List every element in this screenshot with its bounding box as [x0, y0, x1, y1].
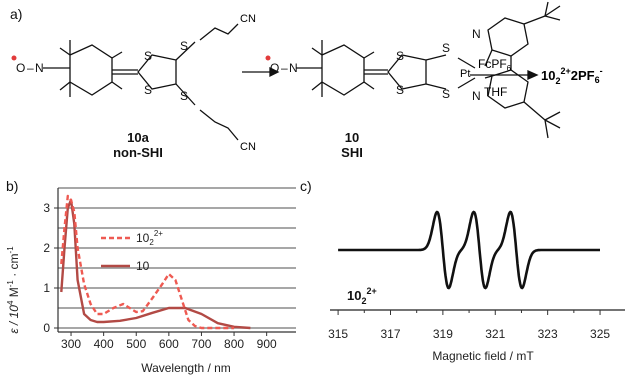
panel-label-b: b) — [6, 178, 19, 194]
pyridine-ring-top — [487, 17, 529, 57]
uvvis-x-label: Wavelength / nm — [141, 361, 231, 375]
uvvis-series-monomer — [60, 198, 251, 330]
panel-label-c: c) — [300, 178, 312, 194]
pt-label: Pt — [460, 68, 470, 80]
svg-text:N: N — [289, 61, 298, 75]
uvvis-x-tick-label: 500 — [126, 337, 146, 351]
uvvis-x-tick-label: 900 — [257, 337, 277, 351]
dithiole-ring-2 — [387, 54, 427, 90]
piperidine-ring-2 — [321, 44, 365, 96]
uvvis-series — [60, 194, 251, 330]
uvvis-legend: 1022+ 10 — [101, 229, 163, 273]
epr-x-tick-label: 319 — [433, 327, 453, 341]
svg-text:N: N — [472, 27, 481, 41]
epr-x-tick-label: 315 — [328, 327, 348, 341]
svg-text:S: S — [144, 83, 152, 97]
uvvis-series-dimer — [60, 194, 235, 330]
epr-x-tick-label: 325 — [590, 327, 610, 341]
svg-text:S: S — [180, 39, 188, 53]
epr-x-ticks: 315 317 319 321 323 325 — [328, 310, 610, 341]
dithiole-ring-1 — [137, 54, 177, 90]
svg-text:S: S — [396, 83, 404, 97]
svg-text:S: S — [180, 89, 188, 103]
compound-10-id: 10 — [344, 130, 360, 145]
epr-x-tick-label: 323 — [538, 327, 558, 341]
uvvis-x-tick-label: 600 — [159, 337, 179, 351]
svg-text:O: O — [270, 61, 279, 75]
cn-label-top: CN — [240, 13, 256, 25]
uvvis-x-tick-label: 700 — [191, 337, 211, 351]
uvvis-x-tick-label: 400 — [94, 337, 114, 351]
svg-text:S: S — [144, 49, 152, 63]
uvvis-y-tick-label: 1 — [43, 281, 50, 295]
oxidant-label: FcPF6 — [478, 57, 512, 73]
epr-trace — [338, 210, 600, 290]
svg-text:S: S — [442, 87, 450, 101]
panel-label-a: a) — [10, 6, 23, 22]
uvvis-y-tick-label: 3 — [43, 201, 50, 215]
compound-10-label: SHI — [341, 145, 363, 160]
epr-x-label: Magnetic field / mT — [432, 349, 534, 363]
compound-10: 10 SHI — [322, 130, 382, 160]
svg-text:–: – — [27, 61, 34, 75]
svg-text:N: N — [472, 89, 481, 103]
uvvis-x-tick-label: 300 — [61, 337, 81, 351]
uvvis-y-tick-label: 2 — [43, 241, 50, 255]
uvvis-x-tick-label: 800 — [224, 337, 244, 351]
product-label: 1022+2PF6- — [541, 66, 603, 86]
legend-label-dimer: 1022+ — [136, 229, 163, 247]
uvvis-x-ticks: 300 400 500 600 700 800 900 — [61, 332, 277, 351]
svg-text:O: O — [16, 61, 25, 75]
uvvis-y-tick-label: 0 — [43, 321, 50, 335]
svg-text:N: N — [35, 61, 44, 75]
uvvis-y-label: ε / 104 M-1 · cm-1 — [6, 246, 21, 334]
compound-10a-label: non-SHI — [113, 145, 163, 160]
piperidine-ring-1 — [69, 44, 113, 96]
solvent-label: THF — [484, 85, 507, 99]
compound-10a-id: 10a — [127, 130, 149, 145]
svg-text:–: – — [281, 61, 288, 75]
svg-text:S: S — [396, 49, 404, 63]
radical-dot-1 — [11, 55, 17, 61]
uvvis-y-ticks: 0 1 2 3 — [43, 201, 58, 335]
epr-annotation: 1022+ — [347, 286, 377, 306]
epr-x-tick-label: 321 — [485, 327, 505, 341]
cn-label-bottom: CN — [240, 141, 256, 153]
reaction-scheme: O–N O–N SS SS SS SS NN CN CN Pt FcPF6 TH… — [11, 1, 603, 153]
svg-text:S: S — [442, 41, 450, 55]
uvvis-chart: 300 400 500 600 700 800 900 0 1 2 3 Wavelength / … — [6, 187, 296, 375]
epr-chart: 315 317 319 321 323 325 Magnetic field / mT 1… — [328, 210, 625, 363]
epr-x-tick-label: 317 — [380, 327, 400, 341]
compound-10a: 10a non-SHI — [98, 130, 178, 160]
radical-dot-2 — [265, 55, 271, 61]
legend-label-monomer: 10 — [136, 259, 150, 273]
